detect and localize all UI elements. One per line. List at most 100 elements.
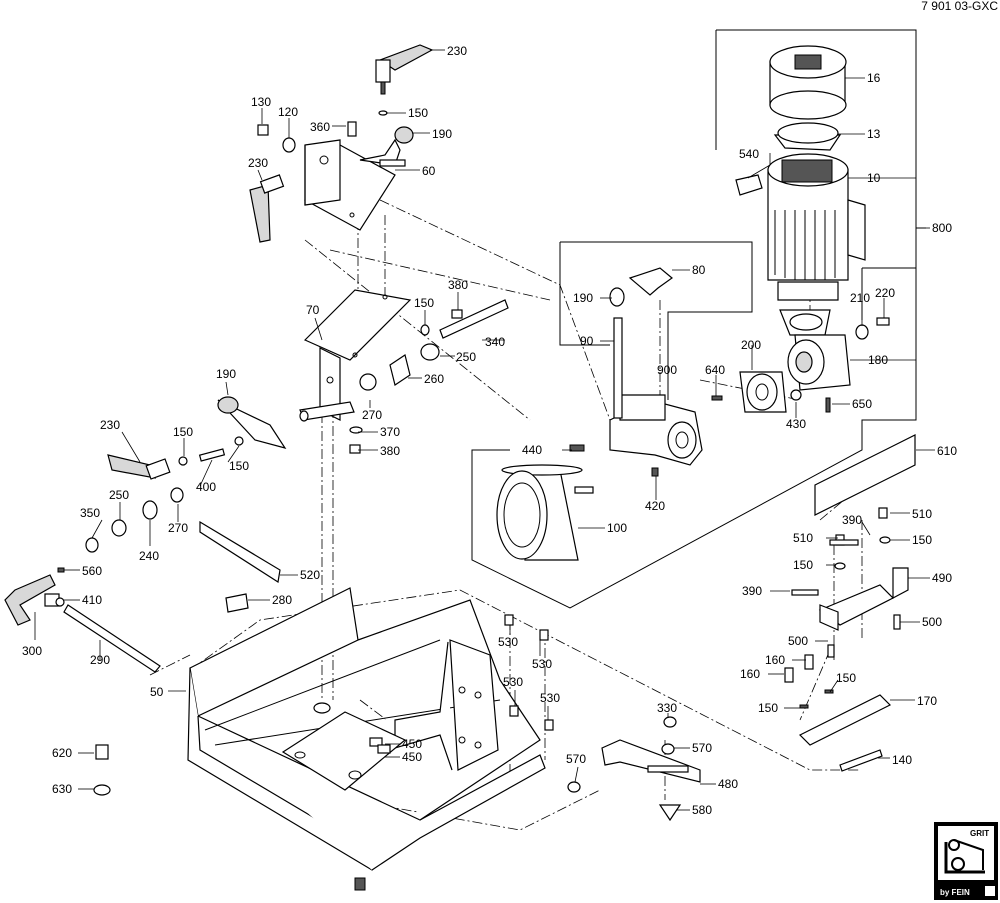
platen-610 (814, 434, 916, 516)
assembly-group-900 (559, 241, 753, 400)
callout: 480 (718, 777, 738, 791)
callout: 270 (168, 521, 188, 535)
callout: 370 (380, 425, 400, 439)
callout: 190 (573, 291, 593, 305)
callout: 170 (917, 694, 937, 708)
callout: 13 (867, 127, 881, 141)
callout: 150 (229, 459, 249, 473)
callout: 420 (645, 499, 665, 513)
callout: 510 (793, 531, 813, 545)
callout: 390 (742, 584, 762, 598)
callout: 200 (741, 338, 761, 352)
callout: 530 (532, 657, 552, 671)
fan-cover-16 (769, 45, 847, 120)
callout: 80 (692, 263, 706, 277)
callout: 10 (867, 171, 881, 185)
callout: 380 (380, 444, 400, 458)
callout: 150 (912, 533, 932, 547)
callout: 630 (52, 782, 72, 796)
callout: 300 (22, 644, 42, 658)
callout: 120 (278, 105, 298, 119)
callout: 160 (765, 653, 785, 667)
callout: 500 (788, 634, 808, 648)
grit-logo: GRIT by FEIN (934, 822, 998, 900)
lower-clamp-plate (281, 711, 407, 791)
logo-brand: GRIT (970, 829, 989, 838)
small-hardware-left (55, 110, 509, 673)
callout: 280 (272, 593, 292, 607)
clamp-lever-230-mid (107, 454, 171, 480)
callout: 210 (850, 291, 870, 305)
clamp-lever-300 (4, 574, 60, 626)
callout: 620 (52, 746, 72, 760)
callout: 450 (402, 737, 422, 751)
callout: 260 (424, 372, 444, 386)
callout: 640 (705, 363, 725, 377)
callout: 150 (836, 671, 856, 685)
callout: 330 (657, 701, 677, 715)
callout: 430 (786, 417, 806, 431)
callout: 410 (82, 593, 102, 607)
callout: 560 (82, 564, 102, 578)
callout: 520 (300, 568, 320, 582)
upper-bracket-60 (304, 138, 406, 231)
callout: 90 (580, 334, 594, 348)
callout: 180 (868, 353, 888, 367)
callout: 220 (875, 286, 895, 300)
callout: 150 (758, 701, 778, 715)
callout: 350 (80, 506, 100, 520)
callout: 190 (432, 127, 452, 141)
callout: 530 (498, 635, 518, 649)
clamp-lever-230-top (375, 44, 434, 95)
coupling-200 (711, 371, 787, 413)
drawing-number: 7 901 03-GXC (921, 0, 998, 13)
callout: 150 (414, 296, 434, 310)
callout: 150 (793, 558, 813, 572)
callout: 60 (422, 164, 436, 178)
logo-sub: by FEIN (940, 888, 970, 897)
callout: 610 (937, 444, 957, 458)
contact-wheel-100 (496, 464, 594, 561)
clamp-lever-230-left (249, 174, 285, 243)
callout: 250 (109, 488, 129, 502)
callout: 190 (216, 367, 236, 381)
flange-180 (779, 309, 851, 391)
callout: 490 (932, 571, 952, 585)
hardware-210-220 (790, 317, 890, 413)
callout: 150 (173, 425, 193, 439)
callout: 500 (922, 615, 942, 629)
callout-labels: 230 150 190 360 130 120 230 60 70 150 38… (22, 44, 957, 817)
hardware-base-left (93, 614, 554, 796)
callout: 140 (892, 753, 912, 767)
motor-10 (767, 153, 866, 301)
motor-mount-plate (394, 639, 499, 771)
callout: 440 (522, 443, 542, 457)
callout: 250 (456, 350, 476, 364)
callout: 530 (540, 691, 560, 705)
callout: 130 (251, 95, 271, 109)
callout: 150 (408, 106, 428, 120)
callout: 390 (842, 513, 862, 527)
callout: 400 (196, 480, 216, 494)
callout: 16 (867, 71, 881, 85)
callout: 340 (485, 335, 505, 349)
callout: 230 (248, 156, 268, 170)
callout: 50 (150, 685, 164, 699)
bracket-490 (791, 507, 909, 658)
callout: 570 (692, 741, 712, 755)
callout: 450 (402, 750, 422, 764)
fan-13 (773, 122, 842, 151)
arm-housing-900 (569, 267, 703, 477)
callout: 510 (912, 507, 932, 521)
callout: 270 (362, 408, 382, 422)
callout: 570 (566, 752, 586, 766)
callout: 800 (932, 221, 952, 235)
callout: 360 (310, 120, 330, 134)
callout: 230 (100, 418, 120, 432)
callout: 100 (607, 521, 627, 535)
callout: 900 (657, 363, 677, 377)
callout: 240 (139, 549, 159, 563)
support-bracket-70 (299, 289, 412, 422)
callout: 380 (448, 278, 468, 292)
